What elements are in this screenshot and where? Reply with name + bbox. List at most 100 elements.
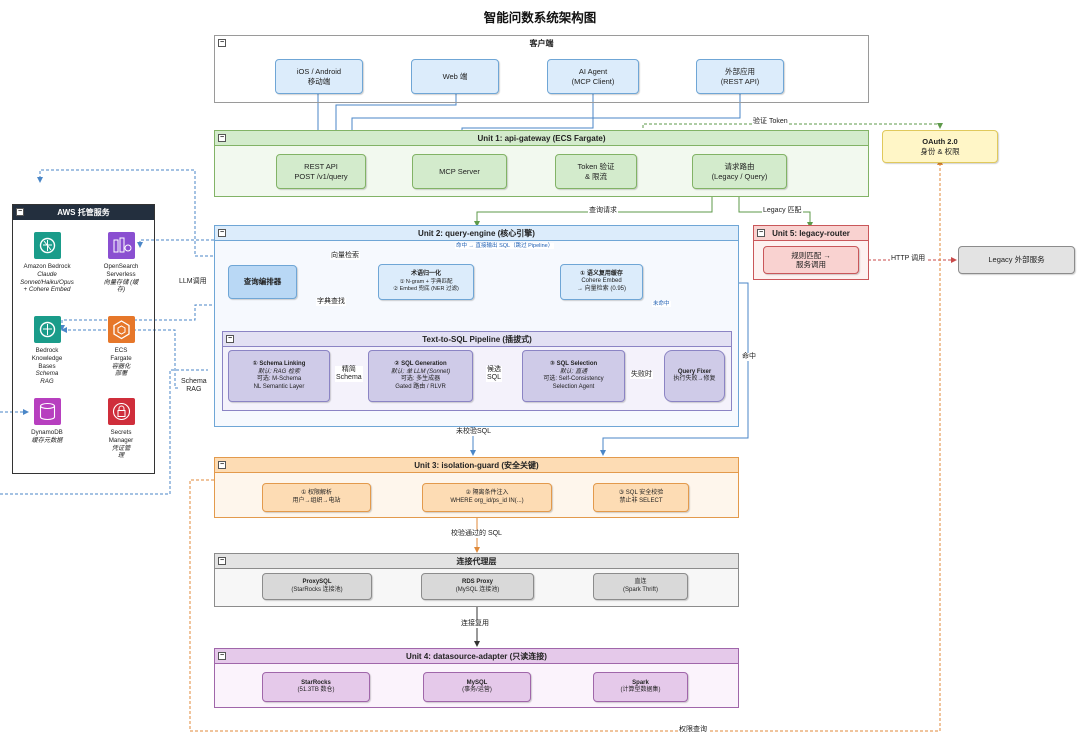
direct-line2: (Spark Thrift) (623, 586, 658, 593)
group-toggle-icon[interactable]: − (218, 557, 226, 565)
query-orchestrator-node: 查询编排器 (228, 265, 297, 299)
router-line1: 请求路由 (724, 162, 755, 172)
rest-line1: REST API (304, 162, 338, 172)
secrets-line4: 理 (117, 452, 125, 460)
group-toggle-icon[interactable]: − (757, 229, 765, 237)
edge-miss: 未命中 (652, 301, 671, 308)
group-toggle-icon[interactable]: − (16, 208, 24, 216)
mysql-line1: MySQL (466, 679, 488, 686)
norm-line3: ② Embed 兜底 (NER 过滤) (393, 285, 459, 292)
edge-conn-reuse: 连接复用 (460, 620, 490, 629)
ecs-line3: 容器化 (111, 362, 131, 370)
refined-line1: 精简 (341, 366, 356, 373)
edge-hit-direct: 命中 → 直接输出 SQL（跳过 Pipeline） (455, 243, 555, 250)
spark-line2: (计算型数据集) (620, 687, 661, 693)
cache-line1: ① 语义复用缓存 (580, 270, 623, 277)
ecs-line2: Fargate (110, 354, 132, 362)
unit4-header: Unit 4: datasource-adapter (只读连接) (215, 649, 738, 664)
oauth-line2: 身份 & 权限 (920, 146, 960, 156)
rds-line1: RDS Proxy (461, 579, 493, 585)
opensearch-label: OpenSearch Serverless 向量存储 (缓 存) (81, 263, 161, 294)
edge-hit: 命中 (741, 353, 757, 362)
rest-line2: POST /v1/query (294, 171, 348, 181)
router-line2: (Legacy / Query) (711, 171, 768, 181)
opensearch-line3: 向量存储 (缓 (103, 278, 139, 286)
norm-line2: ① N-gram + 字典匹配 (399, 278, 453, 285)
legacy-ext-label: Legacy 外部服务 (988, 255, 1045, 265)
aws-services-group: AWS 托管服务 − (12, 204, 155, 474)
unit5-header: Unit 5: legacy-router (754, 226, 868, 241)
secrets-manager-icon (108, 398, 135, 425)
sel-line3: 可选: Self-Consistency (543, 376, 604, 382)
sel-line1: ③ SQL Selection (549, 361, 598, 367)
dynamo-label: DynamoDB 缓存元数据 (7, 429, 87, 445)
ecs-fargate-icon (108, 316, 135, 343)
kb-line4: Schema (35, 370, 59, 378)
group-toggle-icon[interactable]: − (218, 229, 226, 237)
group-toggle-icon[interactable]: − (218, 652, 226, 660)
sql-safety-check-node: ③ SQL 安全校验禁止非 SELECT (593, 483, 689, 512)
gen-line2: 默认: 单 LLM (Sonnet) (390, 368, 451, 375)
knowledge-bases-icon (34, 316, 61, 343)
mysql-line2: (事务/运营) (462, 687, 492, 693)
group-toggle-icon[interactable]: − (218, 461, 226, 469)
mcp-server-node: MCP Server (412, 154, 507, 189)
direct-line1: 直连 (634, 579, 647, 585)
rds-line2: (MySQL 连接池) (455, 586, 500, 593)
request-router-node: 请求路由(Legacy / Query) (692, 154, 787, 189)
spark-node: Spark(计算型数据集) (593, 672, 688, 702)
kb-line3: Bases (38, 362, 56, 370)
secrets-line2: Manager (108, 436, 134, 444)
group-toggle-icon[interactable]: − (218, 134, 226, 142)
group-toggle-icon[interactable]: − (226, 335, 234, 343)
edge-refined-schema: 精简 Schema (335, 366, 363, 383)
edge-verify-token: 验证 Token (752, 118, 789, 127)
proxy-header: 连接代理层 (215, 554, 738, 569)
edge-http-call: HTTP 调用 (890, 255, 927, 264)
edge-dict-lookup: 字典查找 (316, 298, 346, 307)
sel-line2: 默认: 直通 (559, 368, 588, 375)
ecs-line4: 部署 (114, 370, 128, 378)
legacy-external-node: Legacy 外部服务 (958, 246, 1075, 274)
bedrock-line3: Sonnet/Haiku/Opus (20, 278, 74, 286)
secrets-line3: 凭证管 (111, 444, 131, 452)
group-toggle-icon[interactable]: − (218, 39, 226, 47)
edge-vector-search: 向量检索 (330, 252, 360, 261)
opensearch-line1: OpenSearch (103, 263, 139, 270)
opensearch-line4: 存) (116, 286, 126, 294)
dynamo-line1: DynamoDB (31, 429, 63, 436)
check-line1: ③ SQL 安全校验 (618, 490, 664, 496)
bedrock-label: Amazon Bedrock Claude Sonnet/Haiku/Opus … (7, 263, 87, 294)
rds-proxy-node: RDS Proxy(MySQL 连接池) (421, 573, 534, 600)
token-line1: Token 验证 (577, 162, 615, 172)
client-ios-line1: iOS / Android (296, 67, 342, 77)
client-header: 客户端 (529, 39, 554, 48)
schema-rag-line1: Schema (181, 378, 207, 385)
kb-line1: Bedrock (35, 347, 59, 354)
kb-line2: Knowledge (31, 354, 63, 362)
aws-header: AWS 托管服务 (13, 205, 154, 220)
diagram-title: 智能问数系统架构图 (483, 11, 597, 25)
proxysql-line1: ProxySQL (302, 579, 332, 585)
starrocks-line2: (51.3TB 数仓) (297, 687, 335, 693)
cache-line2: Cohere Embed (581, 278, 622, 285)
edge-query-request: 查询请求 (588, 207, 618, 216)
inject-line1: ② 隔离条件注入 (465, 490, 509, 496)
oauth-line1: OAuth 2.0 (922, 137, 958, 147)
client-ext-line2: (REST API) (720, 76, 760, 86)
unit2-header: Unit 2: query-engine (核心引擎) (215, 226, 738, 241)
opensearch-icon (108, 232, 135, 259)
secrets-label: Secrets Manager 凭证管 理 (81, 429, 161, 460)
edge-schema-rag: Schema RAG (180, 378, 208, 395)
edge-on-fail: 失败时 (630, 371, 653, 380)
editor-label: 查询编排器 (243, 277, 282, 287)
